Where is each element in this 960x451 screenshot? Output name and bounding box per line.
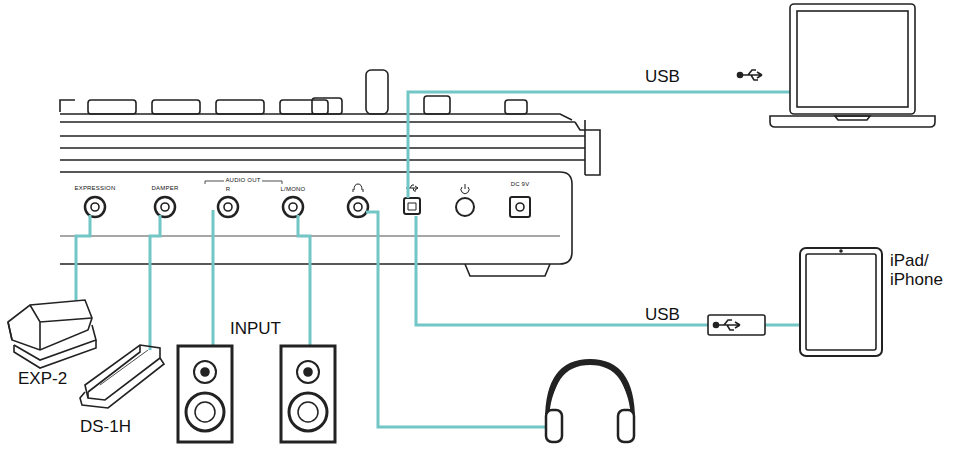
connection-label: USB (645, 68, 680, 87)
usb-symbols (708, 70, 765, 335)
device-name: iPad/ iPhone (890, 252, 952, 289)
jack-label: AUDIO OUT (224, 177, 261, 184)
damper-pedal (80, 345, 164, 408)
tablet (800, 248, 882, 356)
jack-label: R (225, 186, 232, 193)
jack-label: EXPRESSION (73, 185, 116, 192)
keyboard-top (60, 70, 600, 276)
expression-pedal (8, 300, 96, 368)
cables (76, 92, 800, 427)
connection-label: USB (645, 306, 680, 325)
jack-label: L/MONO (280, 186, 307, 193)
headphones (546, 362, 634, 442)
device-name: DS-1H (80, 418, 131, 437)
jack-label: DAMPER (151, 185, 180, 192)
device-name: EXP-2 (18, 370, 67, 389)
laptop (770, 4, 935, 127)
input-label: INPUT (230, 320, 281, 339)
speakers (178, 346, 335, 442)
jack-label: DC 9V (510, 181, 531, 188)
jacks (85, 181, 530, 217)
